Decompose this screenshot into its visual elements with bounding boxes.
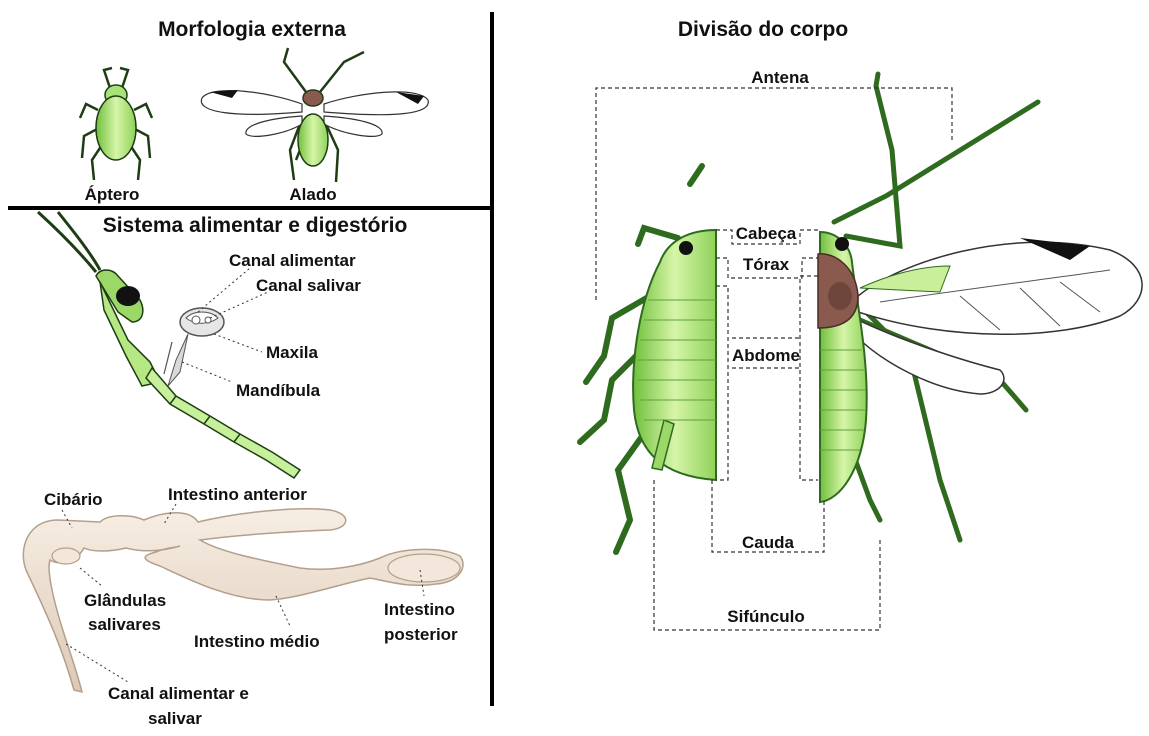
label-foregut: Intestino anterior (168, 485, 307, 504)
label-salivary-glands-line1: Glândulas (84, 591, 166, 610)
apterous-aphid-half (580, 166, 716, 552)
label-hindgut-line1: Intestino (384, 600, 455, 619)
label-siphunculus: Sifúnculo (727, 607, 804, 626)
label-midgut: Intestino médio (194, 632, 320, 651)
title-body-division: Divisão do corpo (678, 18, 848, 41)
label-winged: Alado (289, 185, 336, 204)
winged-aphid-half (818, 74, 1142, 540)
label-hindgut-line2: posterior (384, 625, 458, 644)
label-apterous: Áptero (85, 185, 140, 204)
label-mandible: Mandíbula (236, 381, 321, 400)
label-canal-line1: Canal alimentar e (108, 684, 249, 703)
title-digestive-system: Sistema alimentar e digestório (103, 214, 408, 237)
label-maxilla: Maxila (266, 343, 319, 362)
title-external-morphology: Morfologia externa (158, 18, 346, 41)
label-canal-line2: salivar (148, 709, 202, 728)
label-cauda: Cauda (742, 533, 795, 552)
stylet-cross-section (164, 308, 224, 386)
apterous-aphid-illustration (80, 68, 152, 180)
label-food-canal: Canal alimentar (229, 251, 356, 270)
label-thorax: Tórax (743, 255, 790, 274)
label-abdomen: Abdome (732, 346, 800, 365)
label-antenna: Antena (751, 68, 809, 87)
label-cibarium: Cibário (44, 490, 103, 509)
label-salivary-glands-line2: salivares (88, 615, 161, 634)
winged-aphid-illustration (201, 48, 428, 182)
label-head: Cabeça (736, 224, 797, 243)
label-salivary-canal: Canal salivar (256, 276, 361, 295)
